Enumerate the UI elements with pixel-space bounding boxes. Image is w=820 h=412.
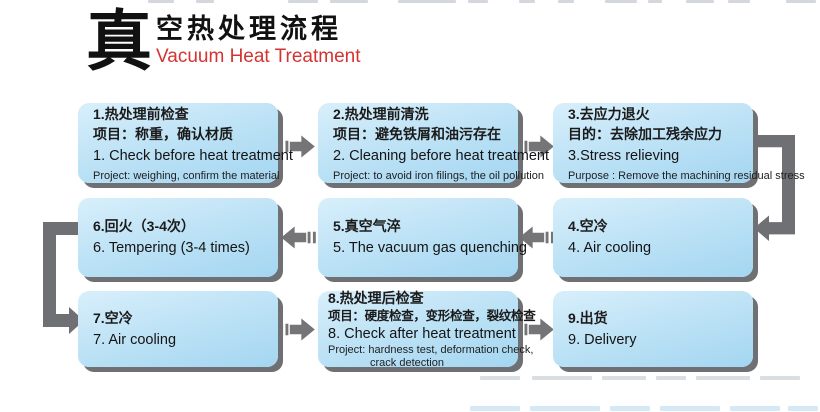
step-sub-line: Project: weighing, confirm the material xyxy=(93,169,280,182)
step-cn-line: 4.空冷 xyxy=(568,218,608,234)
watermark-artifact xyxy=(696,376,750,380)
step-cn-line: 3.去应力退火 xyxy=(568,105,650,122)
step-en-line: 7. Air cooling xyxy=(93,331,177,348)
flow-box-step1: 1.热处理前检查 项目：称重，确认材质 1. Check before heat… xyxy=(78,103,293,183)
step-cn-line: 目的：去除加工残余应力 xyxy=(568,125,722,142)
step-en-line: 8. Check after heat treatment xyxy=(328,325,516,342)
bottom-edge-artifact xyxy=(730,406,780,411)
step-cn-line: 1.热处理前检查 xyxy=(93,105,189,122)
step-sub-line: Project: to avoid iron filings, the oil … xyxy=(333,169,544,182)
arrow-step4-to-step5 xyxy=(519,225,554,250)
step-en-line: 6. Tempering (3-4 times) xyxy=(93,240,250,256)
arrow-step8-to-step9 xyxy=(519,317,554,342)
top-edge-artifact xyxy=(605,0,637,3)
step-en-line: 9. Delivery xyxy=(568,331,637,348)
watermark-artifact xyxy=(760,376,800,380)
top-edge-artifact xyxy=(148,0,174,3)
flow-box-step8: 8.热处理后检查 项目：硬度检查，变形检查，裂纹检查 8. Check afte… xyxy=(318,289,536,369)
flow-box-step4: 4.空冷 4. Air cooling xyxy=(553,198,753,277)
flow-box-step9: 9.出货 9. Delivery xyxy=(553,291,753,367)
step-cn-line: 项目：硬度检查，变形检查，裂纹检查 xyxy=(328,308,536,323)
watermark-artifact xyxy=(656,376,686,380)
title-big-char: 真 xyxy=(86,4,152,78)
watermark-artifact xyxy=(532,376,592,380)
title-column: 空热处理流程 Vacuum Heat Treatment xyxy=(156,8,361,68)
bottom-edge-artifact xyxy=(788,406,818,411)
top-edge-artifact xyxy=(468,0,488,3)
bottom-edge-artifact xyxy=(530,406,600,411)
top-edge-artifact xyxy=(288,0,318,3)
top-edge-artifact xyxy=(786,0,816,3)
top-edge-artifact xyxy=(196,0,214,3)
watermark-artifact xyxy=(602,376,646,380)
flow-box-step3: 3.去应力退火 目的：去除加工残余应力 3.Stress relieving P… xyxy=(553,103,805,183)
top-edge-artifact xyxy=(519,0,535,3)
top-edge-artifact xyxy=(648,0,662,3)
arrow-step1-to-step2 xyxy=(280,134,315,159)
step-cn-line: 8.热处理后检查 xyxy=(328,289,424,306)
page-title-cn: 空热处理流程 xyxy=(156,14,342,44)
arrow-step7-to-step8 xyxy=(280,317,315,342)
bottom-edge-artifact xyxy=(660,406,720,411)
top-edge-artifact xyxy=(558,0,574,3)
arrow-step2-to-step3 xyxy=(519,134,554,159)
step-cn-line: 5.真空气淬 xyxy=(333,218,401,234)
watermark-artifact xyxy=(480,376,520,380)
top-edge-artifact xyxy=(398,0,456,3)
flow-box-step7: 7.空冷 7. Air cooling xyxy=(78,291,278,367)
step-sub-line: Project: hardness test, deformation chec… xyxy=(328,343,534,356)
step-cn-line: 2.热处理前清洗 xyxy=(333,105,429,122)
step-cn-line: 项目：称重，确认材质 xyxy=(93,125,233,142)
bottom-edge-artifact xyxy=(610,406,650,411)
flow-box-step6: 6.回火（3-4次） 6. Tempering (3-4 times) xyxy=(78,198,278,277)
page-header: 真 空热处理流程 Vacuum Heat Treatment xyxy=(86,8,361,74)
step-cn-line: 项目：避免铁屑和油污存在 xyxy=(333,125,501,142)
step-en-line: 4. Air cooling xyxy=(568,240,652,256)
step-en-line: 2. Cleaning before heat treatment xyxy=(333,147,550,164)
page-title-en: Vacuum Heat Treatment xyxy=(156,46,361,67)
step-sub-line: Purpose : Remove the machining residual … xyxy=(568,169,805,182)
top-edge-artifact xyxy=(686,0,714,3)
flow-box-step2: 2.热处理前清洗 项目：避免铁屑和油污存在 2. Cleaning before… xyxy=(318,103,550,183)
step-sub-line: crack detection xyxy=(370,356,444,369)
step-cn-line: 7.空冷 xyxy=(93,309,133,326)
step-en-line: 3.Stress relieving xyxy=(568,147,680,164)
connector-step3-to-step4 xyxy=(753,135,795,241)
top-edge-artifact xyxy=(728,0,750,3)
step-en-line: 1. Check before heat treatment xyxy=(93,147,293,164)
arrow-step5-to-step6 xyxy=(281,225,316,250)
step-cn-line: 6.回火（3-4次） xyxy=(93,218,195,234)
top-edge-artifact xyxy=(330,0,368,3)
step-en-line: 5. The vacuum gas quenching xyxy=(333,240,528,256)
step-cn-line: 9.出货 xyxy=(568,309,608,326)
bottom-edge-artifact xyxy=(470,406,520,411)
flow-box-step5: 5.真空气淬 5. The vacuum gas quenching xyxy=(318,198,528,277)
connector-step6-to-step7 xyxy=(43,222,85,334)
